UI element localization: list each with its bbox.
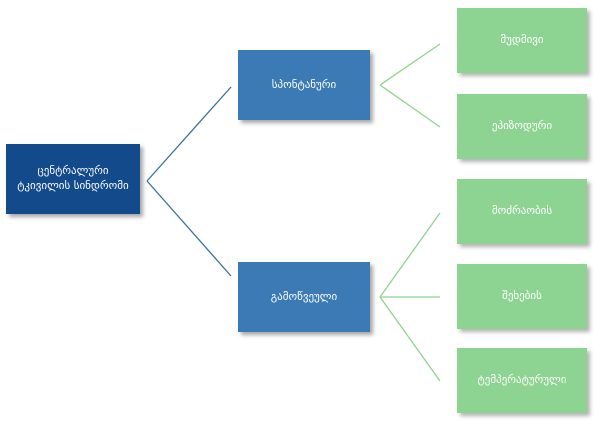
leaf-node-temperature: ტემპერატურული — [457, 348, 587, 413]
leaf-label-constant: მუდმივი — [500, 33, 544, 47]
branch-node-evoked: გამოწვეული — [238, 262, 370, 332]
leaf-node-movement: მოძრაობის — [457, 179, 587, 244]
connector-spontaneous-to-constant — [379, 43, 441, 86]
connector-evoked-to-temperature — [379, 296, 441, 382]
root-label: ცენტრალური ტკივილის სინდრომი — [17, 164, 129, 192]
connector-root-to-spontaneous — [146, 86, 232, 182]
leaf-label-movement: მოძრაობის — [491, 204, 553, 218]
connector-evoked-to-movement — [379, 212, 441, 298]
leaf-label-temperature: ტემპერატურული — [477, 373, 567, 387]
leaf-node-constant: მუდმივი — [457, 8, 587, 73]
leaf-label-touch: შეხების — [502, 289, 542, 303]
leaf-node-episodic: ეპიზოდური — [457, 94, 587, 159]
branch-label-spontaneous: სპონტანური — [271, 77, 337, 91]
connector-spontaneous-to-episodic — [379, 84, 441, 128]
branch-label-evoked: გამოწვეული — [270, 289, 338, 303]
root-node: ცენტრალური ტკივილის სინდრომი — [6, 144, 140, 214]
branch-node-spontaneous: სპონტანური — [238, 50, 370, 120]
leaf-label-episodic: ეპიზოდური — [491, 119, 553, 133]
leaf-node-touch: შეხების — [457, 264, 587, 329]
connector-root-to-evoked — [146, 180, 232, 277]
